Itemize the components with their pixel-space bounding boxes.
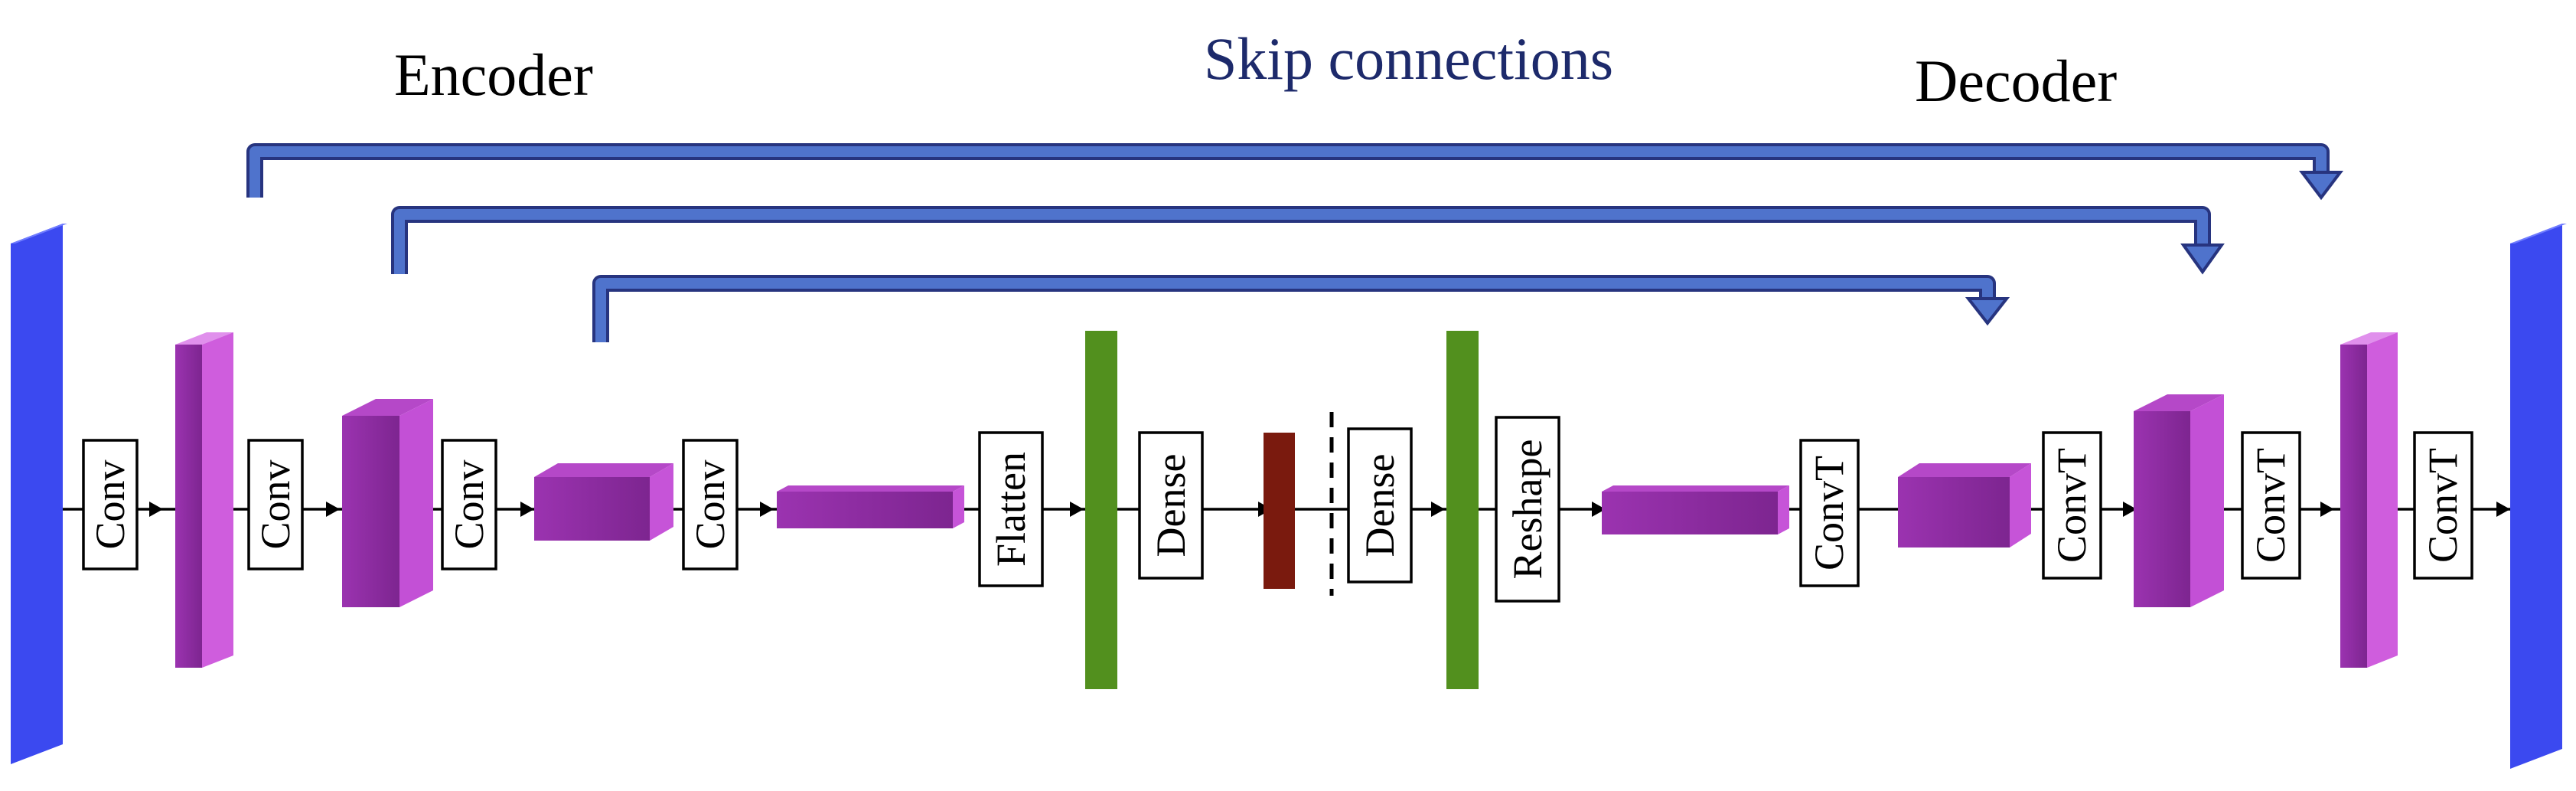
- convt-label-3: ConvT: [2241, 431, 2301, 580]
- conv-label-1-text: Conv: [87, 459, 133, 549]
- input-layer: [11, 224, 67, 764]
- encoder-feature-block-4: [777, 485, 964, 528]
- convt-label-4-text: ConvT: [2420, 448, 2466, 563]
- conv-label-3-text: Conv: [446, 459, 492, 549]
- reshape-label: Reshape: [1495, 416, 1560, 603]
- dense-label-1: Dense: [1138, 431, 1204, 580]
- conv-label-2: Conv: [247, 439, 304, 570]
- convt-label-2: ConvT: [2042, 431, 2102, 580]
- reshape-label-text: Reshape: [1505, 440, 1550, 580]
- dense-label-2: Dense: [1347, 427, 1413, 583]
- decoder-feature-block-2: [1898, 463, 2031, 547]
- dense-label-2-text: Dense: [1357, 454, 1403, 557]
- dense-label-1-text: Dense: [1148, 454, 1194, 557]
- conv-label-1: Conv: [82, 439, 139, 570]
- skip-arrow-outer: [246, 143, 2344, 201]
- convt-label-3-text: ConvT: [2248, 448, 2294, 563]
- decoder-feature-block-4: [2340, 332, 2398, 668]
- conv-label-4-text: Conv: [687, 459, 733, 549]
- convt-label-1: ConvT: [1799, 439, 1860, 587]
- skip-connections-title: Skip connections: [1204, 25, 1613, 92]
- encoder-title: Encoder: [394, 41, 593, 108]
- latent-vector: [1264, 433, 1295, 589]
- conv-label-2-text: Conv: [253, 459, 298, 549]
- skip-arrow-inner: [592, 275, 2010, 342]
- encoder-feature-block-3: [534, 463, 673, 541]
- dense-layer-decoder: [1446, 331, 1479, 689]
- convt-label-1-text: ConvT: [1806, 456, 1852, 570]
- encoder-feature-block-2: [342, 399, 433, 607]
- output-layer: [2510, 224, 2567, 769]
- conv-label-3: Conv: [441, 439, 497, 570]
- decoder-title: Decoder: [1915, 47, 2117, 114]
- convt-label-2-text: ConvT: [2049, 448, 2095, 563]
- flatten-label: Flatten: [978, 431, 1044, 587]
- conv-label-4: Conv: [682, 439, 739, 570]
- flatten-label-text: Flatten: [988, 452, 1034, 567]
- decoder-feature-block-3: [2134, 394, 2224, 607]
- convt-label-4: ConvT: [2413, 431, 2473, 580]
- encoder-feature-block-1: [175, 332, 233, 668]
- skip-arrow-middle: [391, 206, 2225, 275]
- dense-layer-encoder: [1085, 331, 1117, 689]
- decoder-feature-block-1: [1602, 485, 1789, 534]
